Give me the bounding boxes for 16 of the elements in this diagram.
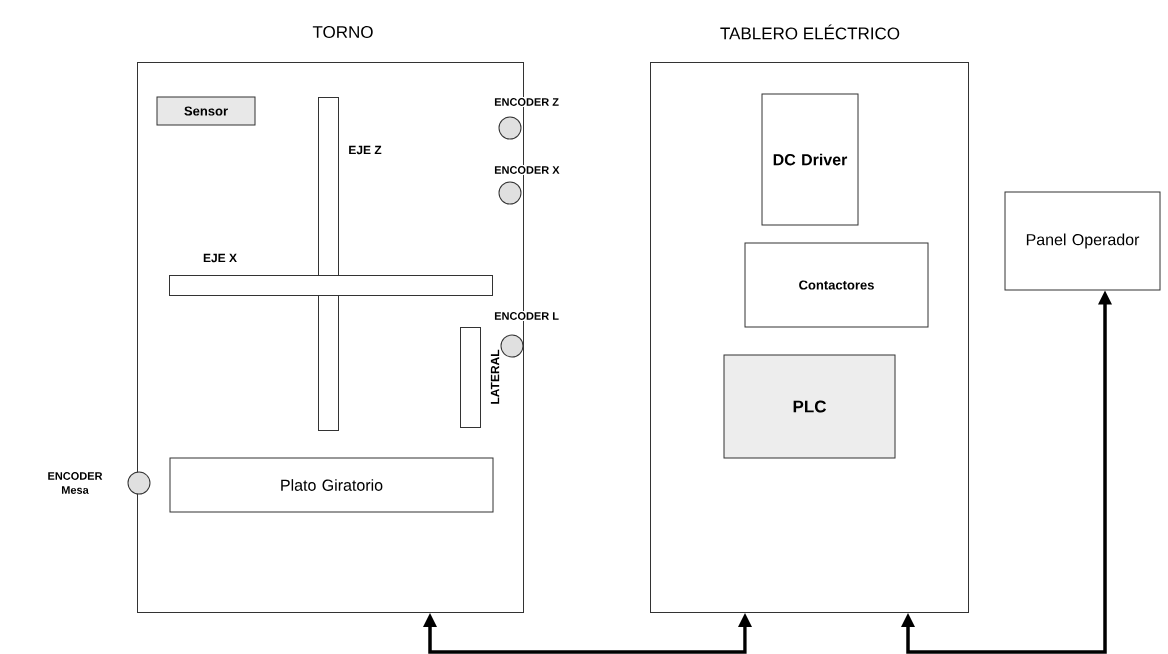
driver-box: DC Driver — [761, 93, 859, 226]
turntable-box: Plato Giratorio — [169, 457, 494, 513]
node-label: ENCODER L — [494, 312, 559, 320]
node-label: EJE Z — [349, 145, 382, 155]
node-label: TORNO — [312, 25, 373, 39]
plc-box: PLC — [723, 354, 896, 459]
connector-arrow — [423, 613, 752, 654]
contactor-box: Contactores — [744, 242, 929, 328]
node-label: ENCODER Mesa — [48, 472, 103, 494]
node-label: TABLERO ELÉCTRICO — [720, 24, 900, 40]
connector-arrow — [901, 290, 1112, 654]
node-label: ENCODER Z — [494, 98, 559, 106]
node-label: ENCODER X — [494, 166, 560, 174]
node-label: EJE X — [203, 253, 237, 263]
sensor-box: Sensor — [156, 96, 256, 126]
panel-box: Panel Operador — [1004, 191, 1161, 291]
